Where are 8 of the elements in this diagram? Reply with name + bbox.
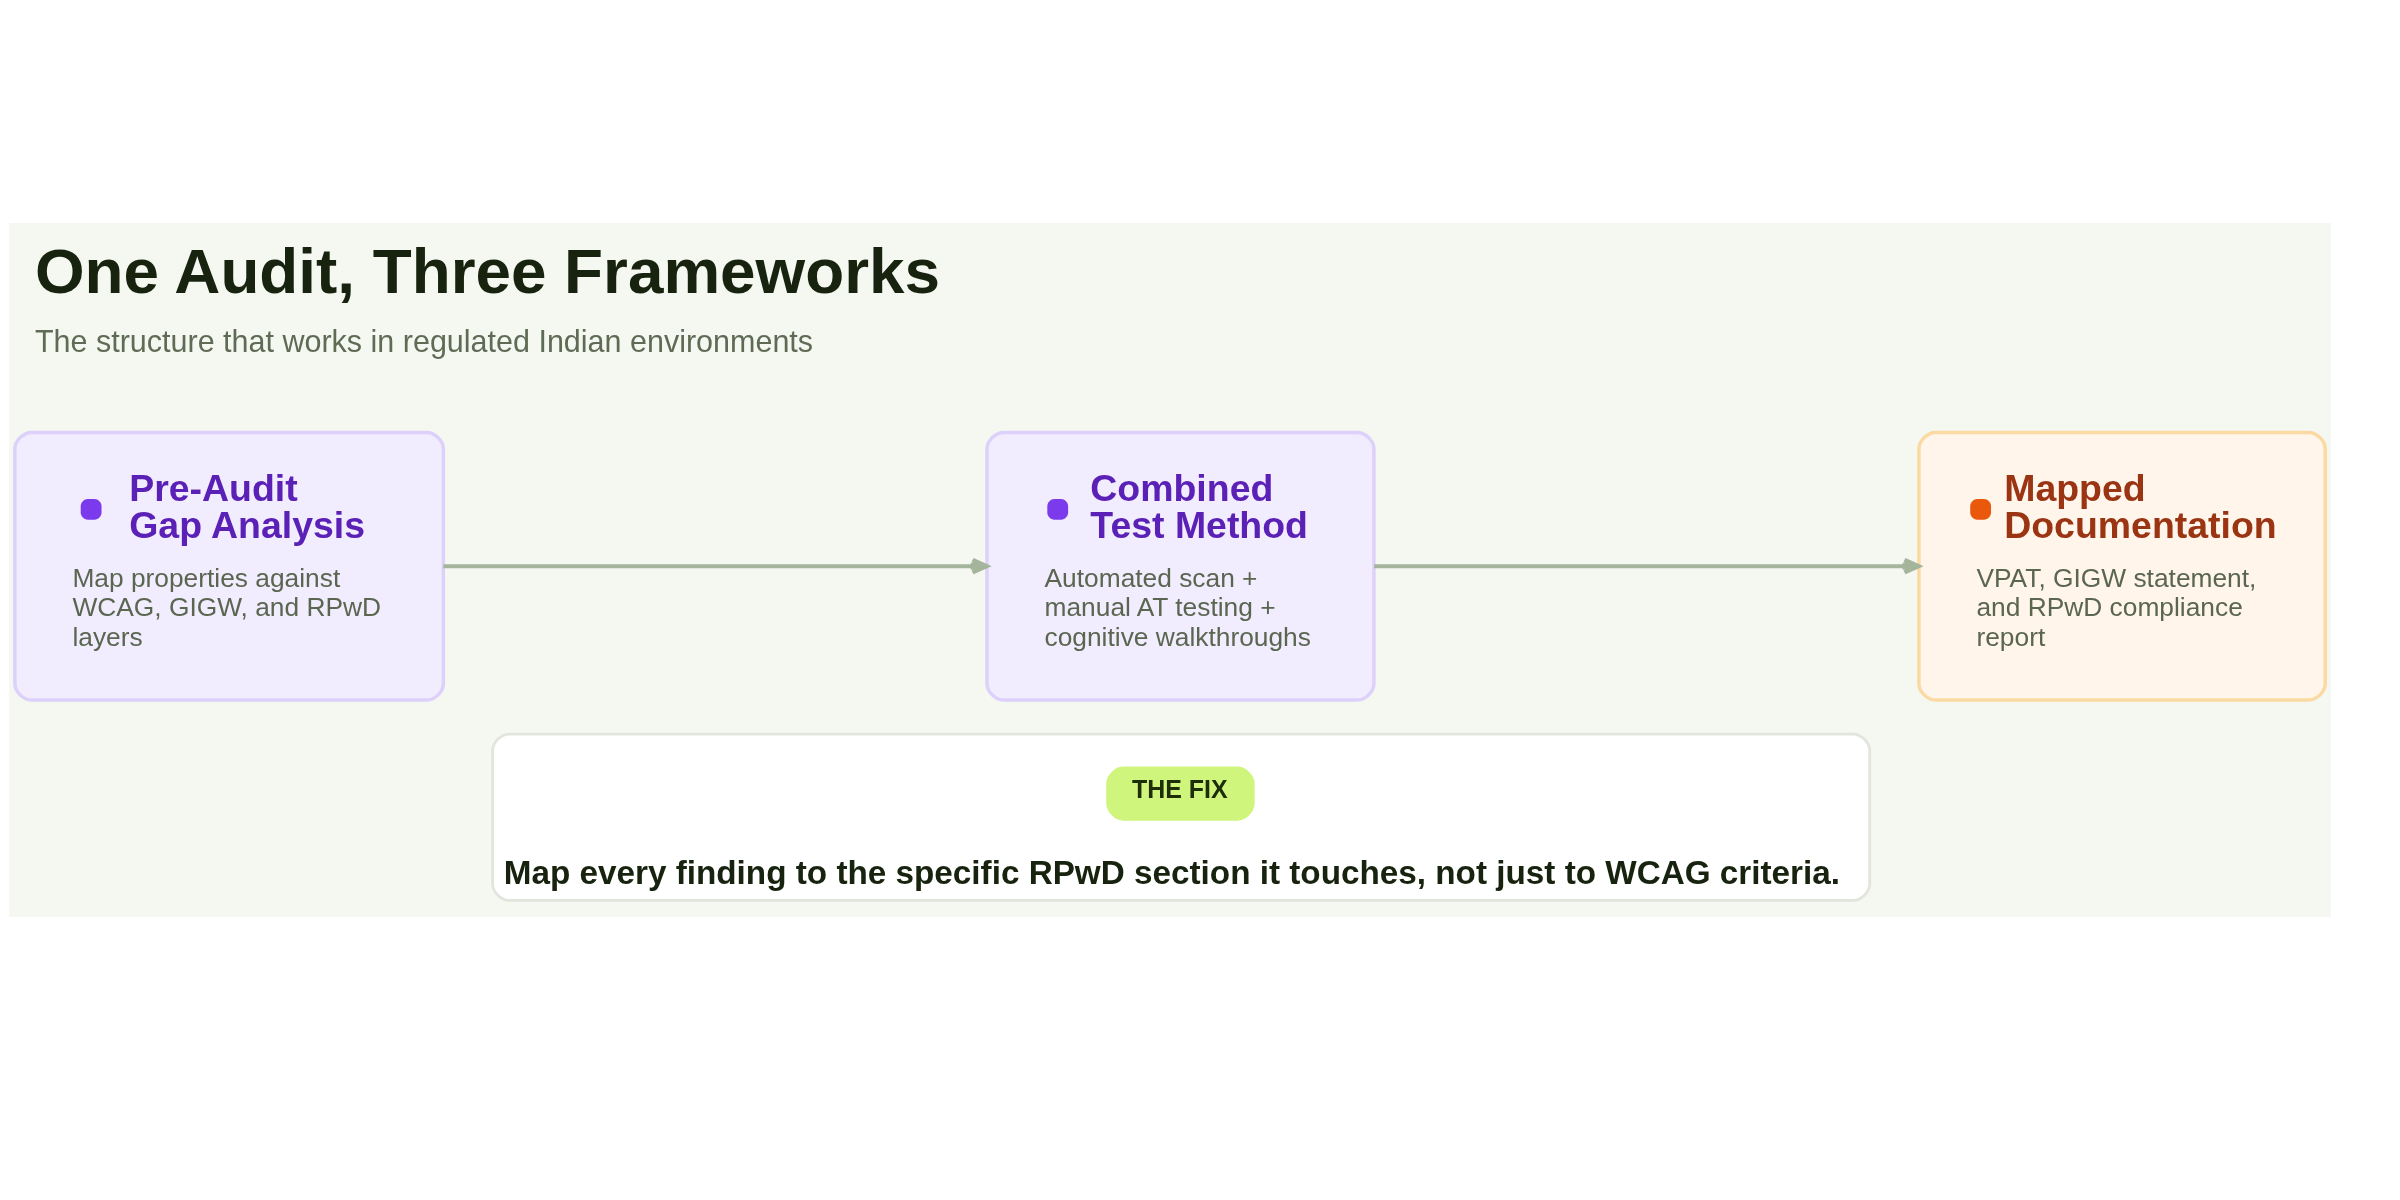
arrow <box>443 557 989 575</box>
arrow <box>1374 557 1921 575</box>
node-box: Pre-Audit Gap Analysis Map properties against WCAG, GIGW, and RPwD layers <box>13 430 446 702</box>
node-box: Combined Test Method Automated scan + manual AT testing + cognitive walkthroughs <box>985 430 1376 702</box>
caption: The structure that works in regulated Indian environments <box>34 324 814 359</box>
node-box: THE FIX <box>1106 766 1255 821</box>
diagram-title: One Audit, Three Frameworks <box>34 234 940 307</box>
node-box: Mapped Documentation VPAT, GIGW statement, and RPwD compliance report <box>1917 430 2327 702</box>
